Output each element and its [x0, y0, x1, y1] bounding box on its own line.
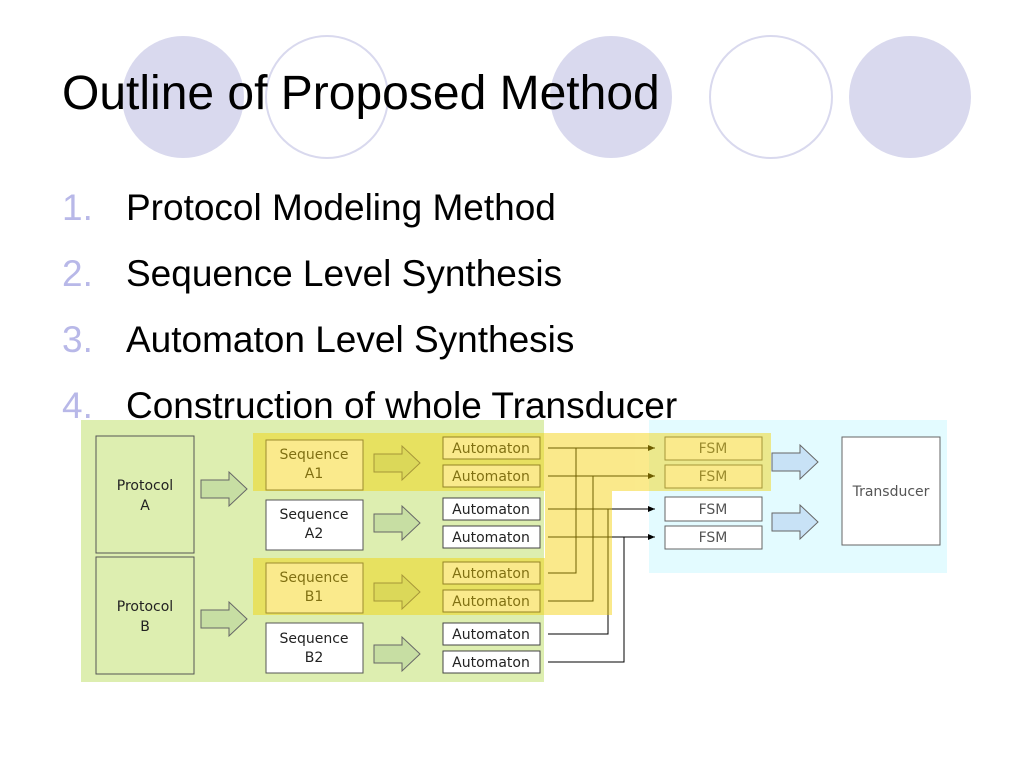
- decor-circle: [849, 36, 971, 158]
- outline-item: 3. Automaton Level Synthesis: [62, 319, 677, 385]
- automaton-box: [442, 497, 541, 521]
- outline-item: 2. Sequence Level Synthesis: [62, 253, 677, 319]
- automaton-box: [442, 436, 541, 460]
- item-number: 3.: [62, 319, 93, 360]
- fsm-label: FSM: [699, 502, 728, 518]
- sequence-b2-label: B2: [305, 650, 324, 666]
- automaton-box: [442, 464, 541, 488]
- fsm-box: [664, 464, 763, 489]
- sequence-a2-label: A2: [305, 526, 323, 542]
- automaton-group: Automaton Automaton Automaton Automaton …: [442, 436, 541, 674]
- protocol-a-box: [95, 435, 195, 554]
- sequence-b1-label: B1: [305, 589, 324, 605]
- decorative-circles: [122, 35, 971, 159]
- decor-circle: [709, 35, 833, 159]
- sequence-b2-box: [265, 622, 364, 674]
- automaton-box: [442, 589, 541, 613]
- transducer-label: Transducer: [852, 484, 930, 500]
- automaton-box: [442, 525, 541, 549]
- wire: [548, 509, 609, 635]
- protocol-b-box: [95, 556, 195, 675]
- slide-title: Outline of Proposed Method: [62, 67, 660, 120]
- protocol-a-label: A: [140, 498, 150, 514]
- item-number: 2.: [62, 253, 93, 294]
- sequence-a2-box: [265, 499, 364, 551]
- outline-list: 1. Protocol Modeling Method 2. Sequence Le…: [62, 187, 677, 451]
- highlight-overlays: [253, 433, 771, 615]
- item-number: 4.: [62, 385, 93, 426]
- fsm-box: [664, 436, 763, 461]
- connection-wires: [548, 445, 655, 663]
- decor-circle: [122, 36, 244, 158]
- item-text: Automaton Level Synthesis: [126, 319, 575, 360]
- highlight-column: [545, 491, 612, 558]
- automaton-label: Automaton: [452, 530, 530, 546]
- automaton-box: [442, 561, 541, 585]
- wire: [548, 537, 625, 663]
- sequence-a1-label: A1: [305, 466, 323, 482]
- automaton-label: Automaton: [452, 655, 530, 671]
- item-number: 1.: [62, 187, 93, 228]
- outline-item: 4. Construction of whole Transducer: [62, 385, 677, 451]
- item-text: Sequence Level Synthesis: [126, 253, 563, 294]
- protocol-a-label: Protocol: [117, 478, 173, 494]
- sequence-a2-label: Sequence: [279, 507, 348, 523]
- fsm-box: [664, 525, 763, 550]
- outline-item: 1. Protocol Modeling Method: [62, 187, 677, 253]
- automaton-label: Automaton: [452, 502, 530, 518]
- protocol-b-label: Protocol: [117, 599, 173, 615]
- sequence-a1-box: [265, 439, 364, 491]
- item-text: Protocol Modeling Method: [126, 187, 556, 228]
- sequence-a1-label: Sequence: [279, 447, 348, 463]
- automaton-label: Automaton: [452, 627, 530, 643]
- automaton-label: Automaton: [452, 441, 530, 457]
- wire: [548, 476, 594, 602]
- sequence-b1-label: Sequence: [279, 570, 348, 586]
- automaton-label: Automaton: [452, 594, 530, 610]
- automaton-box: [442, 650, 541, 674]
- sequence-b1-box: [265, 562, 364, 614]
- fsm-group: FSM FSM FSM FSM: [664, 436, 763, 550]
- sequence-b2-label: Sequence: [279, 631, 348, 647]
- highlight-row-a1: [253, 433, 771, 491]
- transducer-box: [841, 436, 941, 546]
- decor-circle: [265, 35, 389, 159]
- wire: [548, 448, 577, 574]
- automaton-box: [442, 622, 541, 646]
- item-text: Construction of whole Transducer: [126, 385, 678, 426]
- automaton-label: Automaton: [452, 566, 530, 582]
- fsm-label: FSM: [699, 441, 728, 457]
- fsm-box: [664, 496, 763, 522]
- highlight-row-b1: [253, 558, 612, 615]
- protocol-b-label: B: [140, 619, 150, 635]
- fsm-label: FSM: [699, 530, 728, 546]
- decor-circle: [550, 36, 672, 158]
- fsm-label: FSM: [699, 469, 728, 485]
- automaton-label: Automaton: [452, 469, 530, 485]
